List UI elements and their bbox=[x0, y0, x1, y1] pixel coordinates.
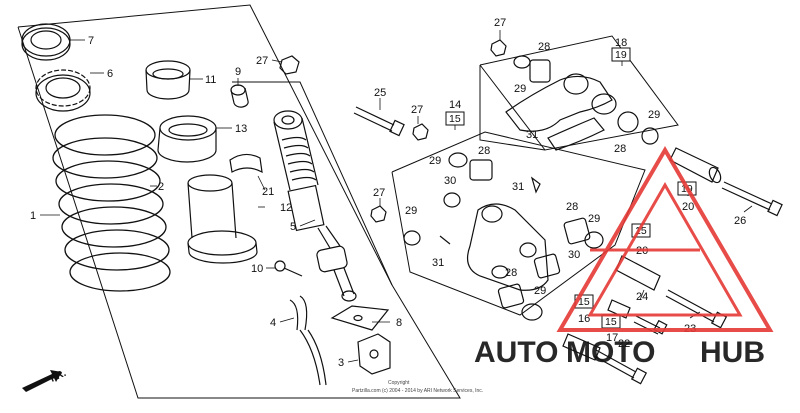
callout-29-e: 29 bbox=[588, 213, 600, 225]
callout-27-top: 27 bbox=[494, 17, 506, 29]
callout-29-f: 29 bbox=[534, 285, 546, 297]
callout-27-lower: 27 bbox=[373, 187, 385, 199]
callout-16: 16 bbox=[578, 313, 590, 325]
callout-27-mid: 27 bbox=[411, 104, 423, 116]
joint-bolt bbox=[274, 260, 303, 277]
callout-28-e: 28 bbox=[505, 267, 517, 279]
callout-29-d: 29 bbox=[405, 205, 417, 217]
callout-28-d: 28 bbox=[566, 201, 578, 213]
cushion-link-frame bbox=[391, 131, 646, 316]
callout-2: 2 bbox=[158, 181, 164, 193]
lower-plate bbox=[330, 305, 390, 331]
bump-rubber bbox=[157, 115, 217, 163]
watermark-hub: HUB bbox=[700, 336, 765, 369]
bushing bbox=[230, 84, 249, 108]
spring-seat-stopper bbox=[21, 23, 71, 61]
copyright-line-2: Partzilla.com (c) 2004 - 2014 by ARI Net… bbox=[352, 388, 483, 394]
callout-17: 17 bbox=[606, 332, 618, 344]
nut-27-upper bbox=[279, 55, 300, 75]
callout-5: 5 bbox=[290, 221, 296, 233]
callout-11: 11 bbox=[205, 74, 216, 86]
breather-tube bbox=[289, 295, 327, 386]
watermark-moto: MOTO bbox=[566, 336, 655, 369]
callout-13: 13 bbox=[235, 123, 247, 135]
ref-box-15-c: 15 bbox=[578, 296, 590, 308]
mounting-bolt-25 bbox=[353, 106, 405, 137]
callout-18: 18 bbox=[615, 37, 627, 49]
ref-box-19-a: 19 bbox=[615, 49, 627, 61]
callout-6: 6 bbox=[107, 68, 113, 80]
callout-31-b: 31 bbox=[512, 181, 524, 193]
watermark-auto: AUTO bbox=[474, 336, 558, 369]
callout-28-b: 28 bbox=[614, 143, 626, 155]
pivot-collar-20 bbox=[669, 147, 722, 184]
callout-22: 22 bbox=[618, 338, 630, 350]
cushion-arm bbox=[505, 55, 659, 151]
cushion-link bbox=[403, 152, 604, 321]
pivot-bolt-23 bbox=[665, 289, 728, 329]
shock-damper bbox=[273, 110, 357, 302]
shock-spring bbox=[52, 114, 171, 292]
joint-plate bbox=[229, 153, 263, 174]
callout-29-a: 29 bbox=[514, 83, 526, 95]
callout-10: 10 bbox=[251, 263, 263, 275]
callout-28-c: 28 bbox=[478, 145, 490, 157]
watermark-triangle-icon bbox=[556, 146, 774, 332]
front-direction-indicator: FR. bbox=[22, 368, 68, 392]
copyright-line-1: Copyright bbox=[388, 380, 410, 386]
callout-29-b: 29 bbox=[648, 109, 660, 121]
stopper-ring bbox=[145, 60, 191, 100]
callout-20-a: 20 bbox=[682, 201, 694, 213]
watermark-logo: AUTO MOTO HUB bbox=[474, 146, 774, 369]
nut-27-top bbox=[490, 39, 507, 57]
callout-31-a: 31 bbox=[526, 129, 538, 141]
pivot-bolt-26 bbox=[721, 181, 783, 217]
callout-27-upper: 27 bbox=[256, 55, 268, 67]
ref-box-15-b: 15 bbox=[635, 225, 647, 237]
lock-nut bbox=[35, 69, 91, 112]
shock-cover bbox=[187, 174, 258, 264]
callout-30-a: 30 bbox=[444, 175, 456, 187]
collar-17 bbox=[562, 333, 648, 385]
callout-8: 8 bbox=[396, 317, 402, 329]
callout-26: 26 bbox=[734, 215, 746, 227]
callout-12: 12 bbox=[280, 202, 292, 214]
callout-24: 24 bbox=[636, 291, 648, 303]
callout-3: 3 bbox=[338, 357, 344, 369]
callout-31-c: 31 bbox=[432, 257, 444, 269]
callout-9: 9 bbox=[235, 66, 241, 78]
nut-27-lower bbox=[370, 205, 387, 223]
copyright-notice: Copyright Partzilla.com (c) 2004 - 2014 … bbox=[352, 380, 483, 394]
boxed-labels: 15 19 19 15 15 15 bbox=[445, 47, 697, 329]
callout-28-a: 28 bbox=[538, 41, 550, 53]
cushion-arm-frame bbox=[479, 35, 679, 151]
callout-1: 1 bbox=[30, 210, 36, 222]
callout-7: 7 bbox=[88, 35, 94, 47]
nut-27-mid bbox=[412, 123, 429, 141]
ref-box-15-d: 15 bbox=[605, 316, 617, 328]
callout-29-c: 29 bbox=[429, 155, 441, 167]
callout-25: 25 bbox=[374, 87, 386, 99]
callout-14: 14 bbox=[449, 99, 461, 111]
ref-box-15-a: 15 bbox=[449, 113, 461, 125]
callout-21: 21 bbox=[262, 186, 274, 198]
lower-joint bbox=[357, 333, 391, 375]
shock-assembly-frame bbox=[17, 4, 461, 399]
callout-30-b: 30 bbox=[568, 249, 580, 261]
callout-4: 4 bbox=[270, 317, 276, 329]
